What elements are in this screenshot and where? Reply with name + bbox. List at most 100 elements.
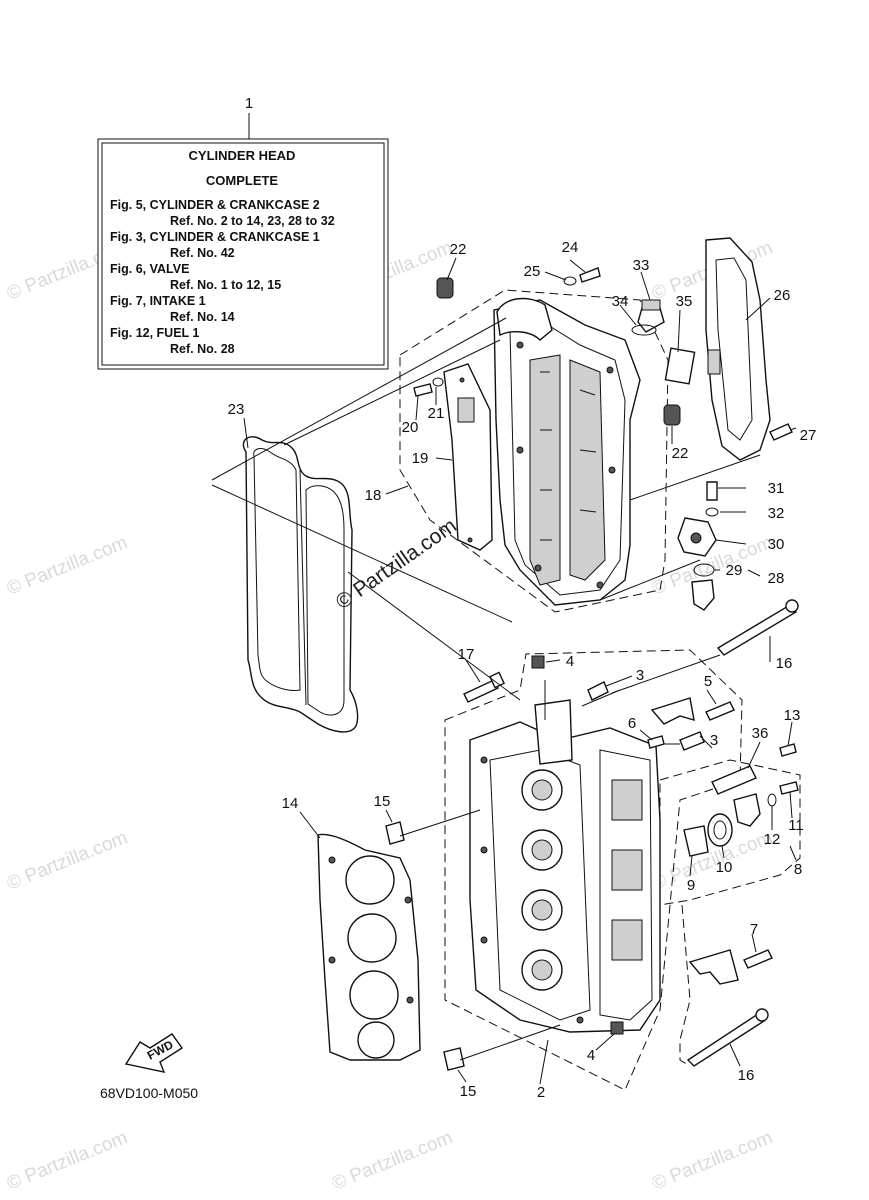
part-13-bolt[interactable] [779,743,797,757]
part-4-plug[interactable] [531,655,624,1035]
callout-28[interactable]: 28 [768,570,785,587]
part-thermostat-cover[interactable] [733,793,761,827]
callout-12[interactable]: 12 [764,831,781,848]
callout-22[interactable]: 22 [672,445,689,462]
legend-line: Ref. No. 2 to 14, 23, 28 to 32 [170,214,335,228]
callout-numbers: 1 22 24 25 33 34 35 26 22 27 31 32 30 29… [228,95,817,1101]
part-7-bolt[interactable] [743,949,773,969]
valve-port-group [521,769,563,991]
part-12-washer[interactable] [767,793,777,807]
legend-title: CYLINDER HEAD [189,148,296,163]
callout-2[interactable]: 2 [537,1084,545,1101]
callout-36[interactable]: 36 [752,725,769,742]
legend-line: Ref. No. 42 [170,246,235,260]
callout-3[interactable]: 3 [636,667,644,684]
assembly-leaders [211,317,761,1061]
callout-20[interactable]: 20 [402,419,419,436]
callout-5[interactable]: 5 [704,673,712,690]
part-36-fitting[interactable] [711,765,757,795]
part-hanger-lower[interactable] [688,949,739,985]
callout-6[interactable]: 6 [628,715,636,732]
callout-26[interactable]: 26 [774,287,791,304]
part-2-cylinder-head[interactable] [444,649,743,1091]
callout-25[interactable]: 25 [524,263,541,280]
fwd-arrow-icon: FWD [124,1033,183,1073]
part-10-gasket[interactable] [707,813,733,847]
part-14-head-gasket[interactable] [317,833,421,1061]
part-5-bolt[interactable] [705,701,735,721]
callout-21[interactable]: 21 [428,405,445,422]
callout-29[interactable]: 29 [726,562,743,579]
callout-leaders [243,257,797,1085]
callout-31[interactable]: 31 [768,480,785,497]
callout-15[interactable]: 15 [374,793,391,810]
callout-24[interactable]: 24 [562,239,579,256]
callout-32[interactable]: 32 [768,505,785,522]
legend-box: CYLINDER HEAD COMPLETE Fig. 5, CYLINDER … [97,113,389,370]
callout-14[interactable]: 14 [282,795,299,812]
part-30-sensor[interactable] [677,517,717,557]
part-23-gasket[interactable] [242,436,359,733]
callout-3[interactable]: 3 [710,732,718,749]
callout-10[interactable]: 10 [716,859,733,876]
part-28-sensor[interactable] [691,579,715,611]
legend-line: Fig. 5, CYLINDER & CRANKCASE 2 [110,198,320,212]
legend-subtitle: COMPLETE [206,173,279,188]
callout-4[interactable]: 4 [566,653,574,670]
callout-33[interactable]: 33 [633,257,650,274]
part-16-bolt[interactable] [686,599,799,1067]
callout-16[interactable]: 16 [738,1067,755,1084]
part-3-dowel[interactable] [587,681,705,751]
watermark: © Partzilla.com [329,1127,456,1194]
part-6-bolt[interactable] [647,735,665,749]
callout-16[interactable]: 16 [776,655,793,672]
callout-18[interactable]: 18 [365,487,382,504]
part-27-bolt[interactable] [769,423,793,441]
part-33-oil-cap[interactable] [637,299,665,333]
callout-17[interactable]: 17 [458,646,475,663]
part-20-bolt[interactable] [413,383,433,397]
callout-23[interactable]: 23 [228,401,245,418]
part-15-dowel[interactable] [385,821,465,1071]
part-32-washer[interactable] [705,507,719,517]
callout-4[interactable]: 4 [587,1047,595,1064]
part-11-bolt[interactable] [779,781,799,795]
callout-9[interactable]: 9 [687,877,695,894]
callout-1[interactable]: 1 [245,95,253,112]
part-22-grommet[interactable] [436,277,681,426]
callout-13[interactable]: 13 [784,707,801,724]
callout-15[interactable]: 15 [460,1083,477,1100]
watermark: © Partzilla.com [4,532,131,599]
part-24-bolt[interactable] [579,267,601,283]
callout-22[interactable]: 22 [450,241,467,258]
right-subassembly [659,759,801,1066]
part-21-washer[interactable] [432,377,444,387]
callout-11[interactable]: 11 [788,817,804,834]
legend-line: Ref. No. 1 to 12, 15 [170,278,281,292]
part-31-bolt[interactable] [706,481,718,501]
part-18-head-cover[interactable] [399,289,669,613]
part-9-plug[interactable] [683,825,709,857]
callout-35[interactable]: 35 [676,293,693,310]
part-35-label[interactable] [664,347,696,385]
legend-line: Fig. 3, CYLINDER & CRANKCASE 1 [110,230,320,244]
callout-7[interactable]: 7 [750,921,758,938]
callout-19[interactable]: 19 [412,450,429,467]
part-34-o-ring[interactable] [631,324,657,336]
part-26-bracket[interactable] [705,237,771,461]
callout-8[interactable]: 8 [794,861,802,878]
callout-34[interactable]: 34 [612,293,629,310]
part-19-cover-plate[interactable] [443,363,493,551]
watermark: © Partzilla.com [649,1127,776,1194]
watermark: © Partzilla.com [4,827,131,894]
callout-30[interactable]: 30 [768,536,785,553]
part-17-bolt[interactable] [463,671,505,703]
callout-27[interactable]: 27 [800,427,817,444]
legend-line: Fig. 7, INTAKE 1 [110,294,206,308]
legend-line: Fig. 6, VALVE [110,262,189,276]
diagram-code: 68VD100-M050 [100,1085,198,1101]
legend-line: Ref. No. 14 [170,310,235,324]
part-25-washer[interactable] [563,276,577,286]
part-hanger-upper[interactable] [650,697,695,725]
